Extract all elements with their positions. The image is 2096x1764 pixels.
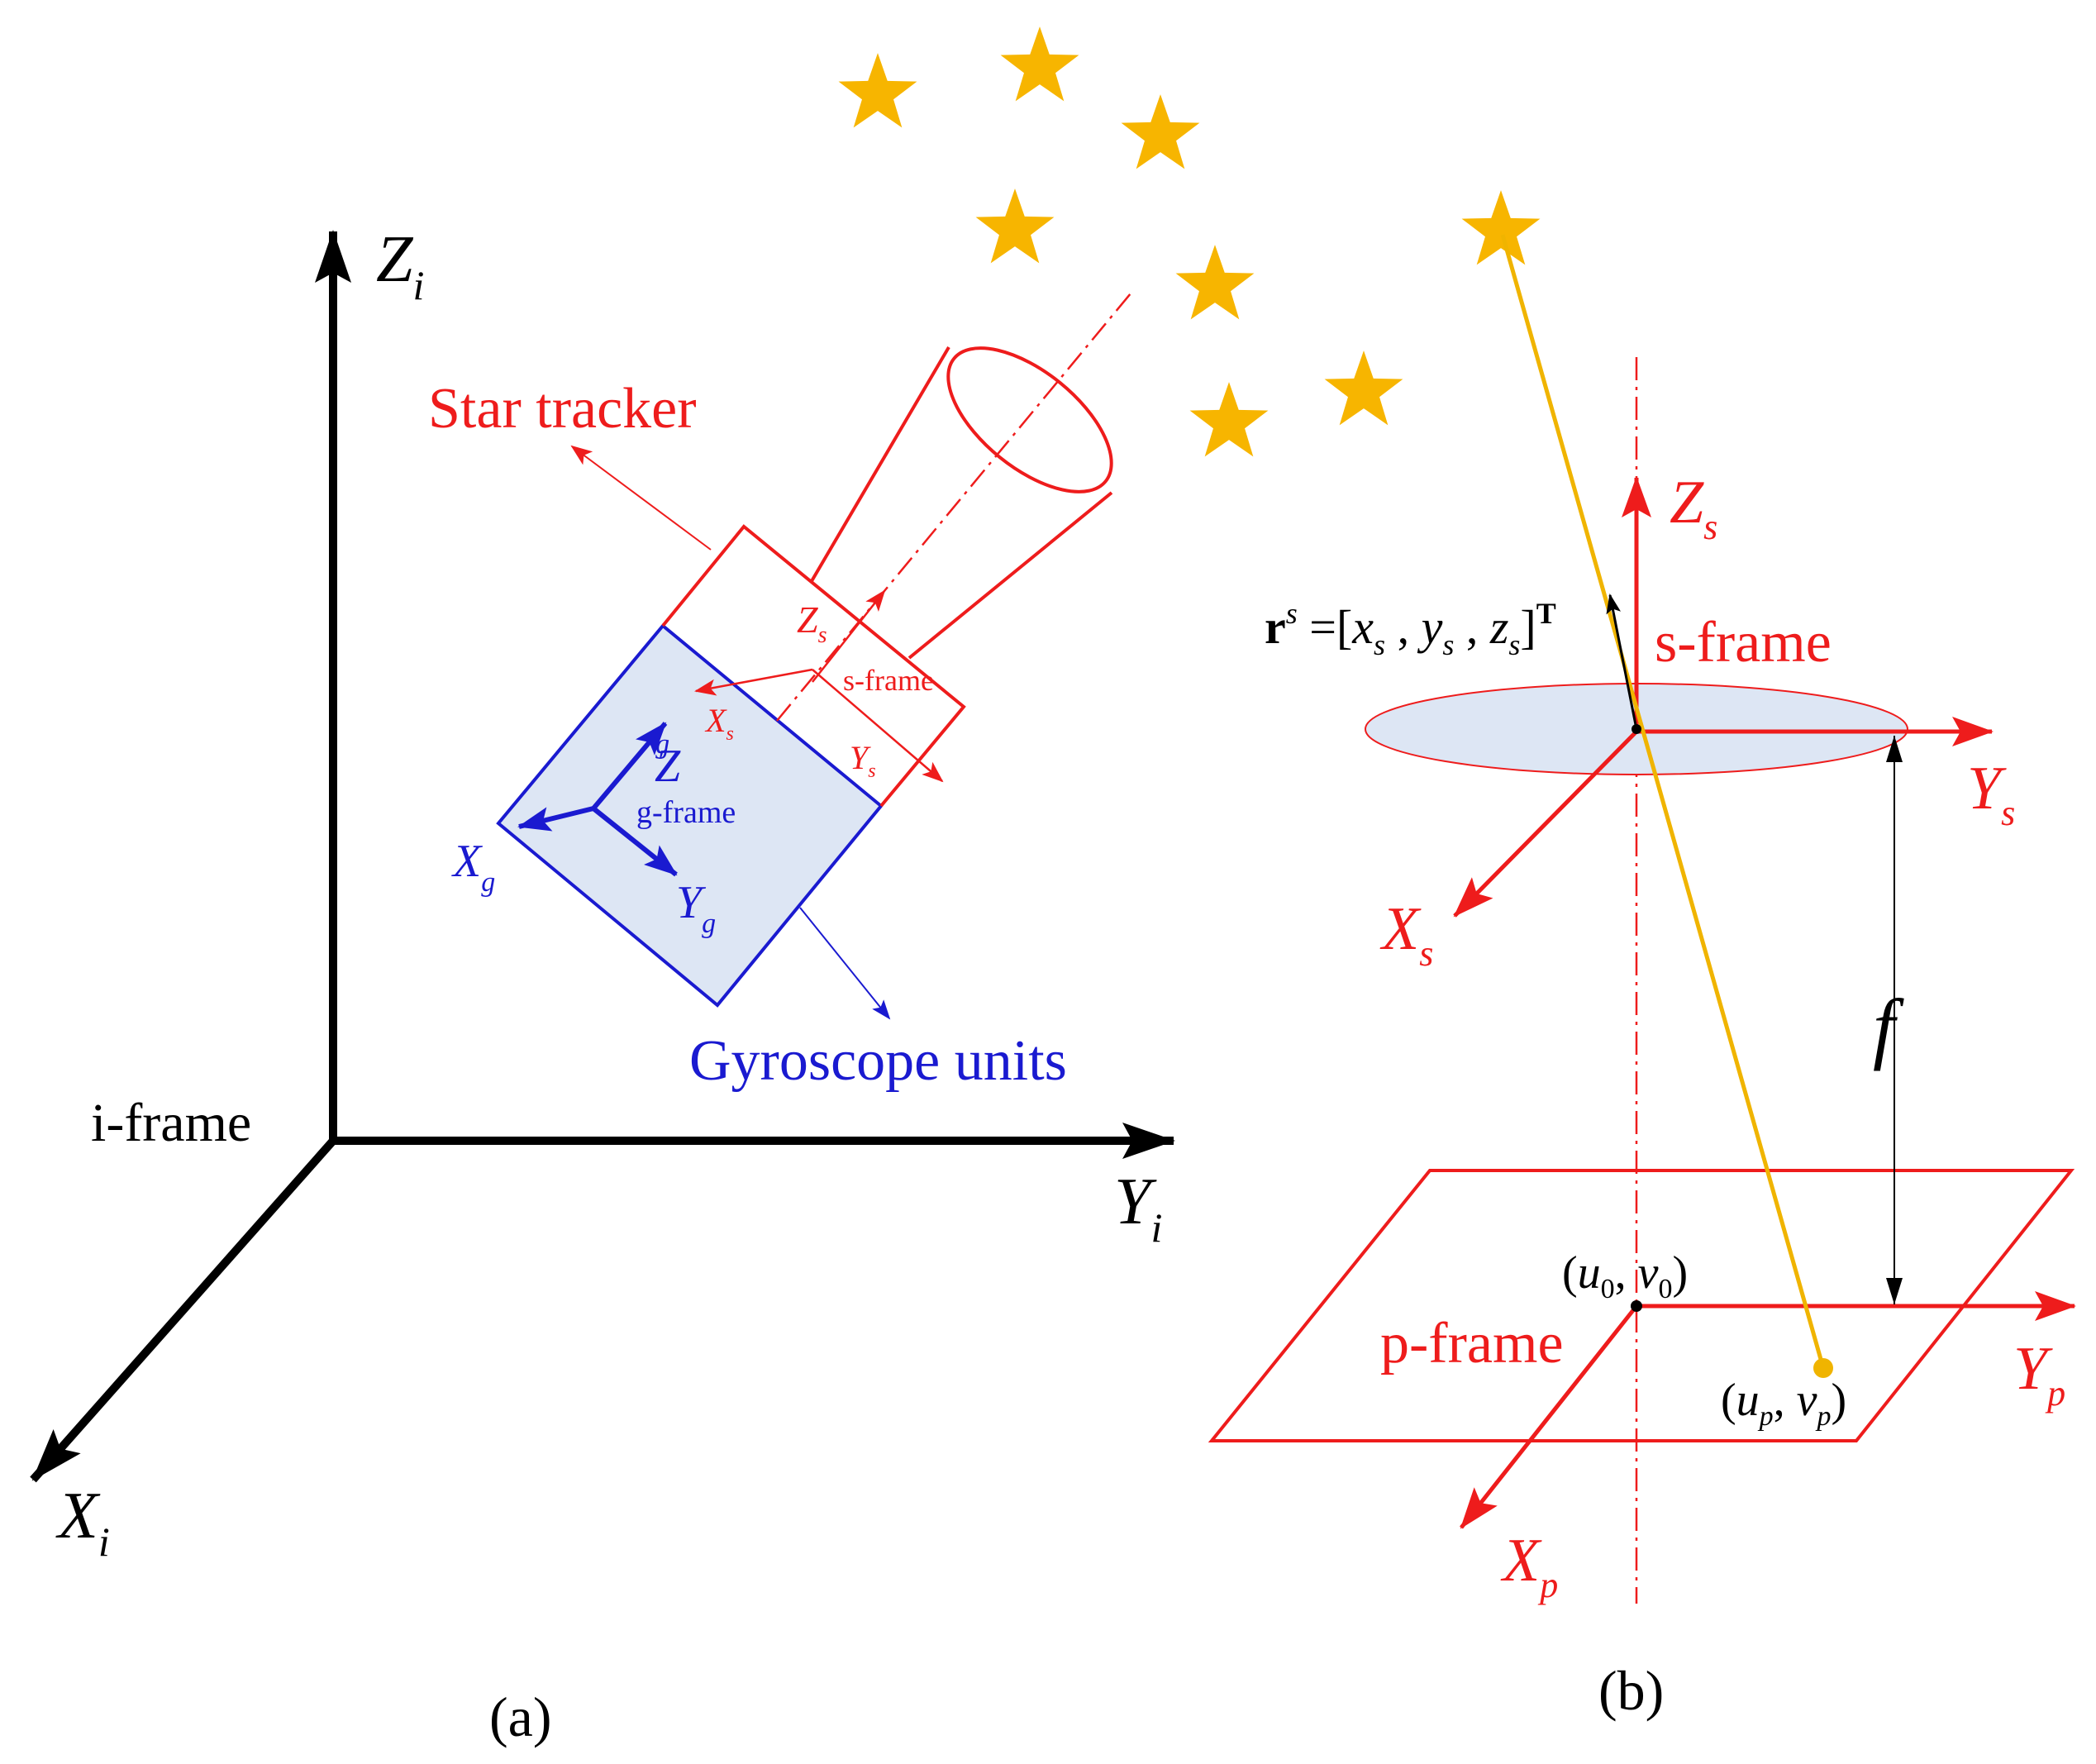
xs-axis-b: [1453, 730, 1638, 918]
xp-axis: [1460, 1304, 1638, 1529]
rs-vector-label: rs =[xs , ys , zs]T: [1265, 597, 1556, 661]
zs-axis-a: [812, 589, 886, 683]
xi-label: Xi: [55, 1480, 110, 1565]
xs-axis-a: [694, 668, 813, 696]
principal-point-dot: [1631, 1300, 1642, 1312]
image-point-label: (up, vp): [1721, 1375, 1846, 1432]
xg-label: Xg: [451, 836, 495, 898]
xg-axis: [517, 806, 594, 832]
gyroscope-label: Gyroscope units: [689, 1029, 1067, 1093]
zs-label-b: Zs: [1670, 469, 1717, 547]
ys-axis-a: [812, 669, 944, 783]
zs-label-a: Zs: [797, 598, 827, 648]
star-tracker-body: [661, 524, 966, 808]
star-tracker-leader: [570, 445, 712, 551]
xi-axis: [30, 1137, 336, 1483]
star-icon: [1461, 190, 1541, 265]
star-icon: [1000, 26, 1079, 102]
yg-label: Yg: [676, 877, 716, 939]
star-tracker-label: Star tracker: [428, 377, 697, 441]
ys-label-a: Ys: [850, 739, 876, 782]
star-icon: [975, 188, 1055, 264]
zg-axis: [591, 722, 668, 810]
iframe-label: i-frame: [91, 1093, 251, 1153]
caption-b: (b): [1598, 1659, 1664, 1722]
star-tracker-hood-right: [907, 491, 1113, 660]
star-tracker-aperture: [946, 346, 1113, 493]
image-plane: [1208, 1169, 2075, 1442]
star-icon: [1189, 382, 1269, 457]
boresight-line: [776, 293, 1131, 722]
star-icon: [1175, 245, 1255, 320]
focal-arrow-bottom: [1886, 1278, 1903, 1304]
xp-label: Xp: [1500, 1527, 1558, 1605]
star-icon: [838, 53, 917, 128]
yg-axis: [592, 806, 678, 877]
panel-b: Zs Ys Xs s-frame Yp Xp p-frame f rs =[xs…: [1208, 234, 2076, 1722]
star-tracker-hood-left: [810, 346, 950, 583]
focal-arrow-top: [1886, 736, 1903, 762]
focal-length-label: f: [1873, 983, 1904, 1071]
xs-label-b: Xs: [1379, 895, 1433, 974]
image-point-dot: [1813, 1358, 1833, 1378]
gyroscope-unit-body: [496, 623, 884, 1008]
ys-label-b: Ys: [1967, 755, 2015, 833]
sframe-label-b: s-frame: [1655, 611, 1832, 675]
xs-label-a: Xs: [704, 702, 734, 745]
yp-label: Yp: [2013, 1335, 2065, 1414]
panel-a: Zi Yi Xi i-frame Zs Xs Ys s-frame Zg g-f…: [30, 223, 1175, 1748]
lens-center-dot: [1632, 724, 1641, 734]
zi-label: Zi: [376, 223, 424, 308]
sframe-label-a: s-frame: [843, 664, 934, 697]
gframe-label: g-frame: [636, 795, 736, 830]
principal-point-label: (u0, v0): [1562, 1247, 1688, 1304]
pframe-label: p-frame: [1380, 1312, 1564, 1375]
star-icon: [1324, 350, 1403, 426]
star-field: [838, 26, 1541, 457]
star-ray: [1500, 234, 1826, 1369]
yi-label: Yi: [1114, 1166, 1162, 1251]
caption-a: (a): [489, 1685, 551, 1748]
rs-vector: [1606, 594, 1638, 730]
star-icon: [1121, 94, 1200, 169]
zg-label: Zg: [655, 729, 681, 792]
gyroscope-leader: [799, 907, 891, 1020]
